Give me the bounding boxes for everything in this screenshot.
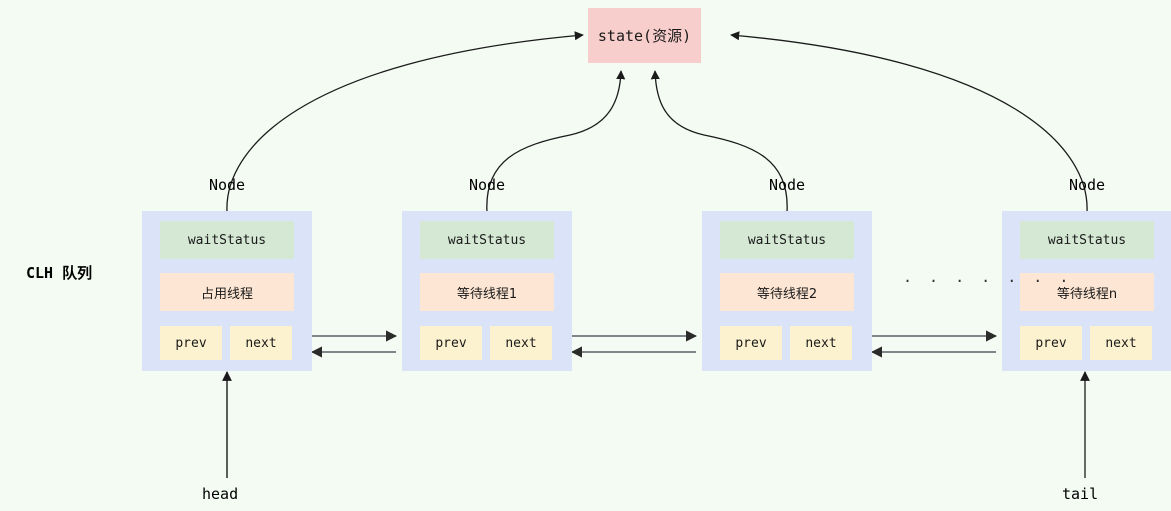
next-pointer-field: next <box>790 326 852 360</box>
state-box: state(资源) <box>588 8 701 63</box>
thread-field: 等待线程n <box>1020 273 1154 311</box>
wait-status-field: waitStatus <box>720 221 854 259</box>
prev-pointer-field: prev <box>420 326 482 360</box>
wait-status-field: waitStatus <box>160 221 294 259</box>
next-pointer-field: next <box>230 326 292 360</box>
node-box-4: waitStatus 等待线程n prev next <box>1002 211 1171 371</box>
node-box-3: waitStatus 等待线程2 prev next <box>702 211 872 371</box>
node-box-1: waitStatus 占用线程 prev next <box>142 211 312 371</box>
ellipsis-separator: . . . . . . . <box>903 268 1073 286</box>
prev-pointer-field: prev <box>1020 326 1082 360</box>
node-caption-2: Node <box>468 176 506 194</box>
node-caption-3: Node <box>768 176 806 194</box>
thread-field: 等待线程2 <box>720 273 854 311</box>
thread-field: 等待线程1 <box>420 273 554 311</box>
next-pointer-field: next <box>1090 326 1152 360</box>
prev-pointer-field: prev <box>160 326 222 360</box>
node-caption-4: Node <box>1068 176 1106 194</box>
prev-pointer-field: prev <box>720 326 782 360</box>
node-caption-1: Node <box>208 176 246 194</box>
tail-pointer-label: tail <box>1062 485 1099 503</box>
thread-field: 占用线程 <box>160 273 294 311</box>
clh-queue-label: CLH 队列 <box>26 264 93 282</box>
state-label: state(资源) <box>597 27 692 45</box>
node-box-2: waitStatus 等待线程1 prev next <box>402 211 572 371</box>
wait-status-field: waitStatus <box>1020 221 1154 259</box>
next-pointer-field: next <box>490 326 552 360</box>
head-pointer-label: head <box>202 485 239 503</box>
wait-status-field: waitStatus <box>420 221 554 259</box>
